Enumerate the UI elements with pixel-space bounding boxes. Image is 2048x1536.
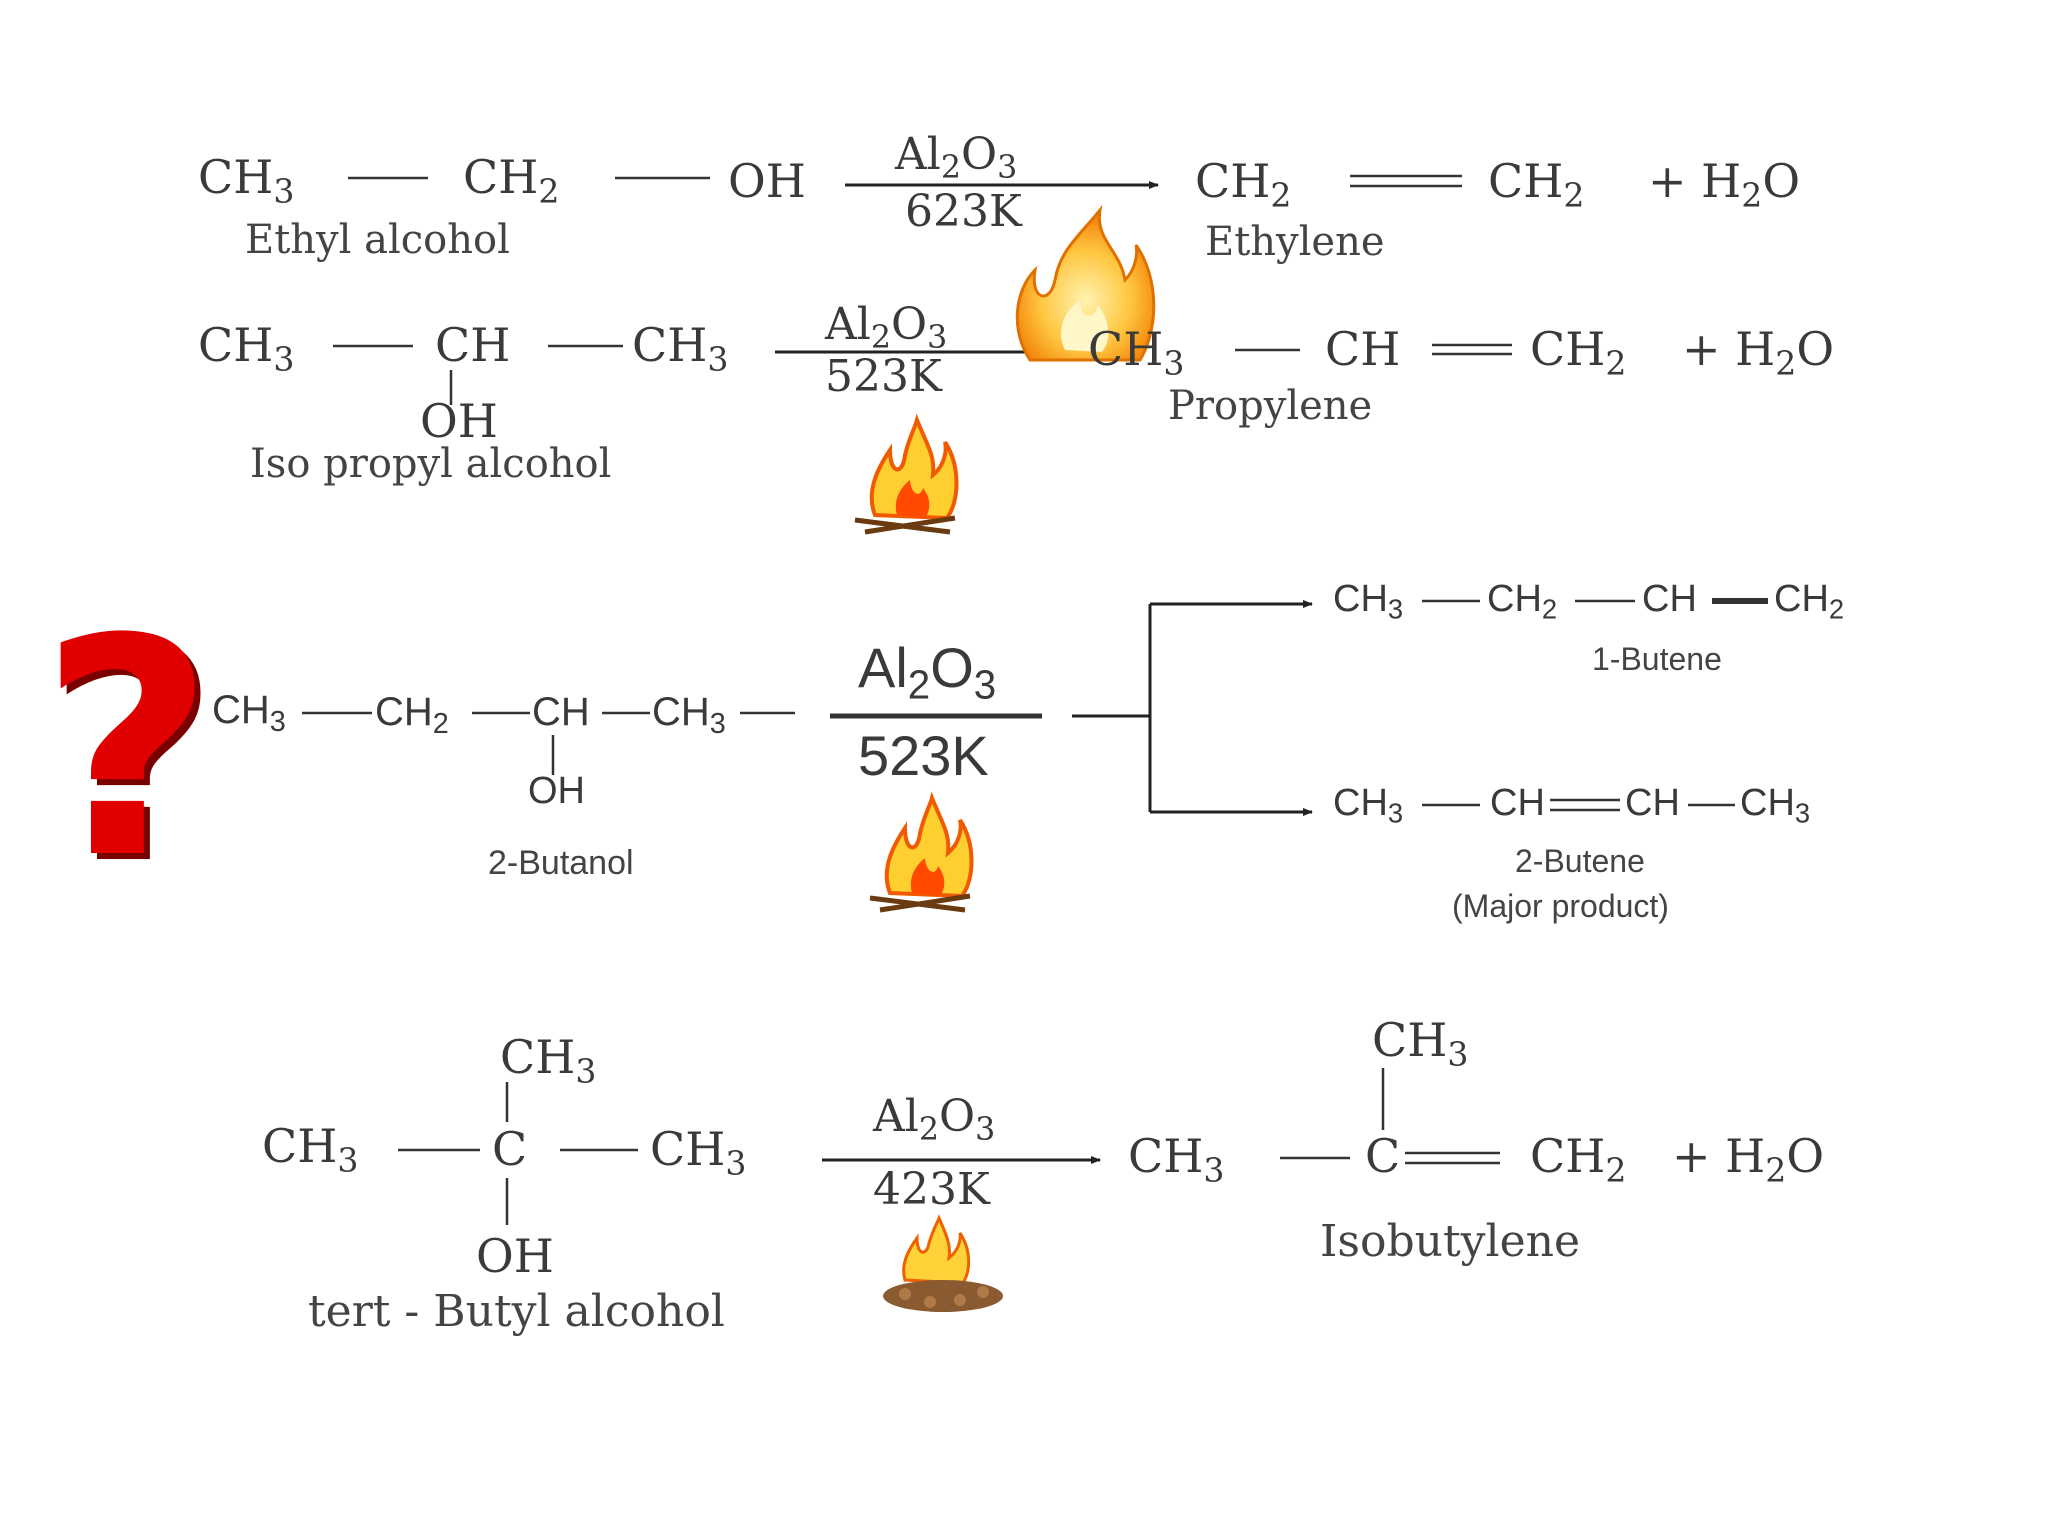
reactant-name: Ethyl alcohol (245, 217, 510, 263)
catalyst-label: Al2O3 (825, 299, 948, 356)
product-name: Isobutylene (1320, 1216, 1580, 1267)
reactant-ch3: CH3 (198, 150, 295, 211)
product-a-ch2: CH2 (1487, 578, 1558, 625)
reactant-ch3-top: CH3 (500, 1030, 597, 1091)
reactant-name: tert - Butyl alcohol (308, 1286, 725, 1337)
reactant-ch3-right: CH3 (632, 318, 729, 379)
catalyst-label: Al2O3 (873, 1091, 996, 1148)
product-water: + H2O (1682, 322, 1835, 383)
product-name: Ethylene (1205, 219, 1385, 265)
reactant-ch: CH (532, 690, 590, 734)
reactant-oh: OH (476, 1229, 554, 1283)
product-ch3: CH3 (1088, 322, 1185, 383)
product-b-ch3-right: CH3 (1740, 782, 1811, 829)
reaction-2-bonds (333, 343, 1512, 405)
product-b-note: (Major product) (1452, 888, 1669, 924)
reaction-4-bonds (398, 1068, 1500, 1225)
product-b-name: 2-Butene (1515, 843, 1645, 879)
campfire-logs-icon (883, 1214, 1003, 1312)
reactant-ch3-right: CH3 (650, 1122, 747, 1183)
reactant-oh: OH (728, 154, 806, 208)
product-b-ch-right: CH (1625, 782, 1680, 824)
product-a-ch3: CH3 (1333, 578, 1404, 625)
reactant-name: 2-Butanol (488, 844, 634, 882)
product-name: Propylene (1168, 383, 1373, 429)
product-water: + H2O (1672, 1129, 1825, 1190)
reactant-ch3-left: CH3 (212, 688, 286, 739)
product-ch2-left: CH2 (1195, 154, 1292, 215)
question-mark-icon: ? (40, 575, 215, 924)
reaction-1-bonds (348, 174, 1462, 188)
temperature-label: 523K (858, 724, 989, 787)
reactant-c: C (492, 1122, 528, 1176)
product-ch2: CH2 (1530, 1129, 1627, 1190)
temperature-label: 423K (873, 1164, 990, 1215)
reactant-ch2: CH2 (463, 150, 560, 211)
product-b-ch-left: CH (1490, 782, 1545, 824)
reaction-3-bonds (302, 598, 1768, 812)
reactant-ch: CH (435, 318, 511, 372)
reactant-ch3-left: CH3 (262, 1119, 359, 1180)
temperature-label: 623K (905, 186, 1022, 237)
product-a-ch2-end: CH2 (1774, 578, 1845, 625)
reactant-ch2: CH2 (375, 690, 449, 741)
reactant-oh: OH (420, 394, 498, 448)
catalyst-label: Al2O3 (895, 129, 1018, 186)
product-ch2: CH2 (1530, 322, 1627, 383)
product-a-name: 1-Butene (1592, 641, 1722, 677)
reactant-ch3-right: CH3 (652, 690, 726, 741)
campfire-icon (854, 413, 959, 535)
product-ch3-left: CH3 (1128, 1129, 1225, 1190)
reactant-ch3-left: CH3 (198, 318, 295, 379)
fire-icon (1015, 204, 1156, 362)
product-b-ch3-left: CH3 (1333, 782, 1404, 829)
reaction-3-branch-arrows (1072, 600, 1313, 816)
temperature-label: 523K (825, 351, 942, 402)
reactant-oh: OH (528, 770, 585, 812)
product-water: + H2O (1648, 154, 1801, 215)
reactant-name: Iso propyl alcohol (250, 441, 612, 487)
catalyst-label: Al2O3 (858, 636, 997, 708)
product-a-ch: CH (1642, 578, 1697, 620)
product-c: C (1365, 1129, 1401, 1183)
product-ch2-right: CH2 (1488, 154, 1585, 215)
campfire-icon (869, 791, 974, 913)
product-ch: CH (1325, 322, 1401, 376)
product-ch3-top: CH3 (1372, 1013, 1469, 1074)
